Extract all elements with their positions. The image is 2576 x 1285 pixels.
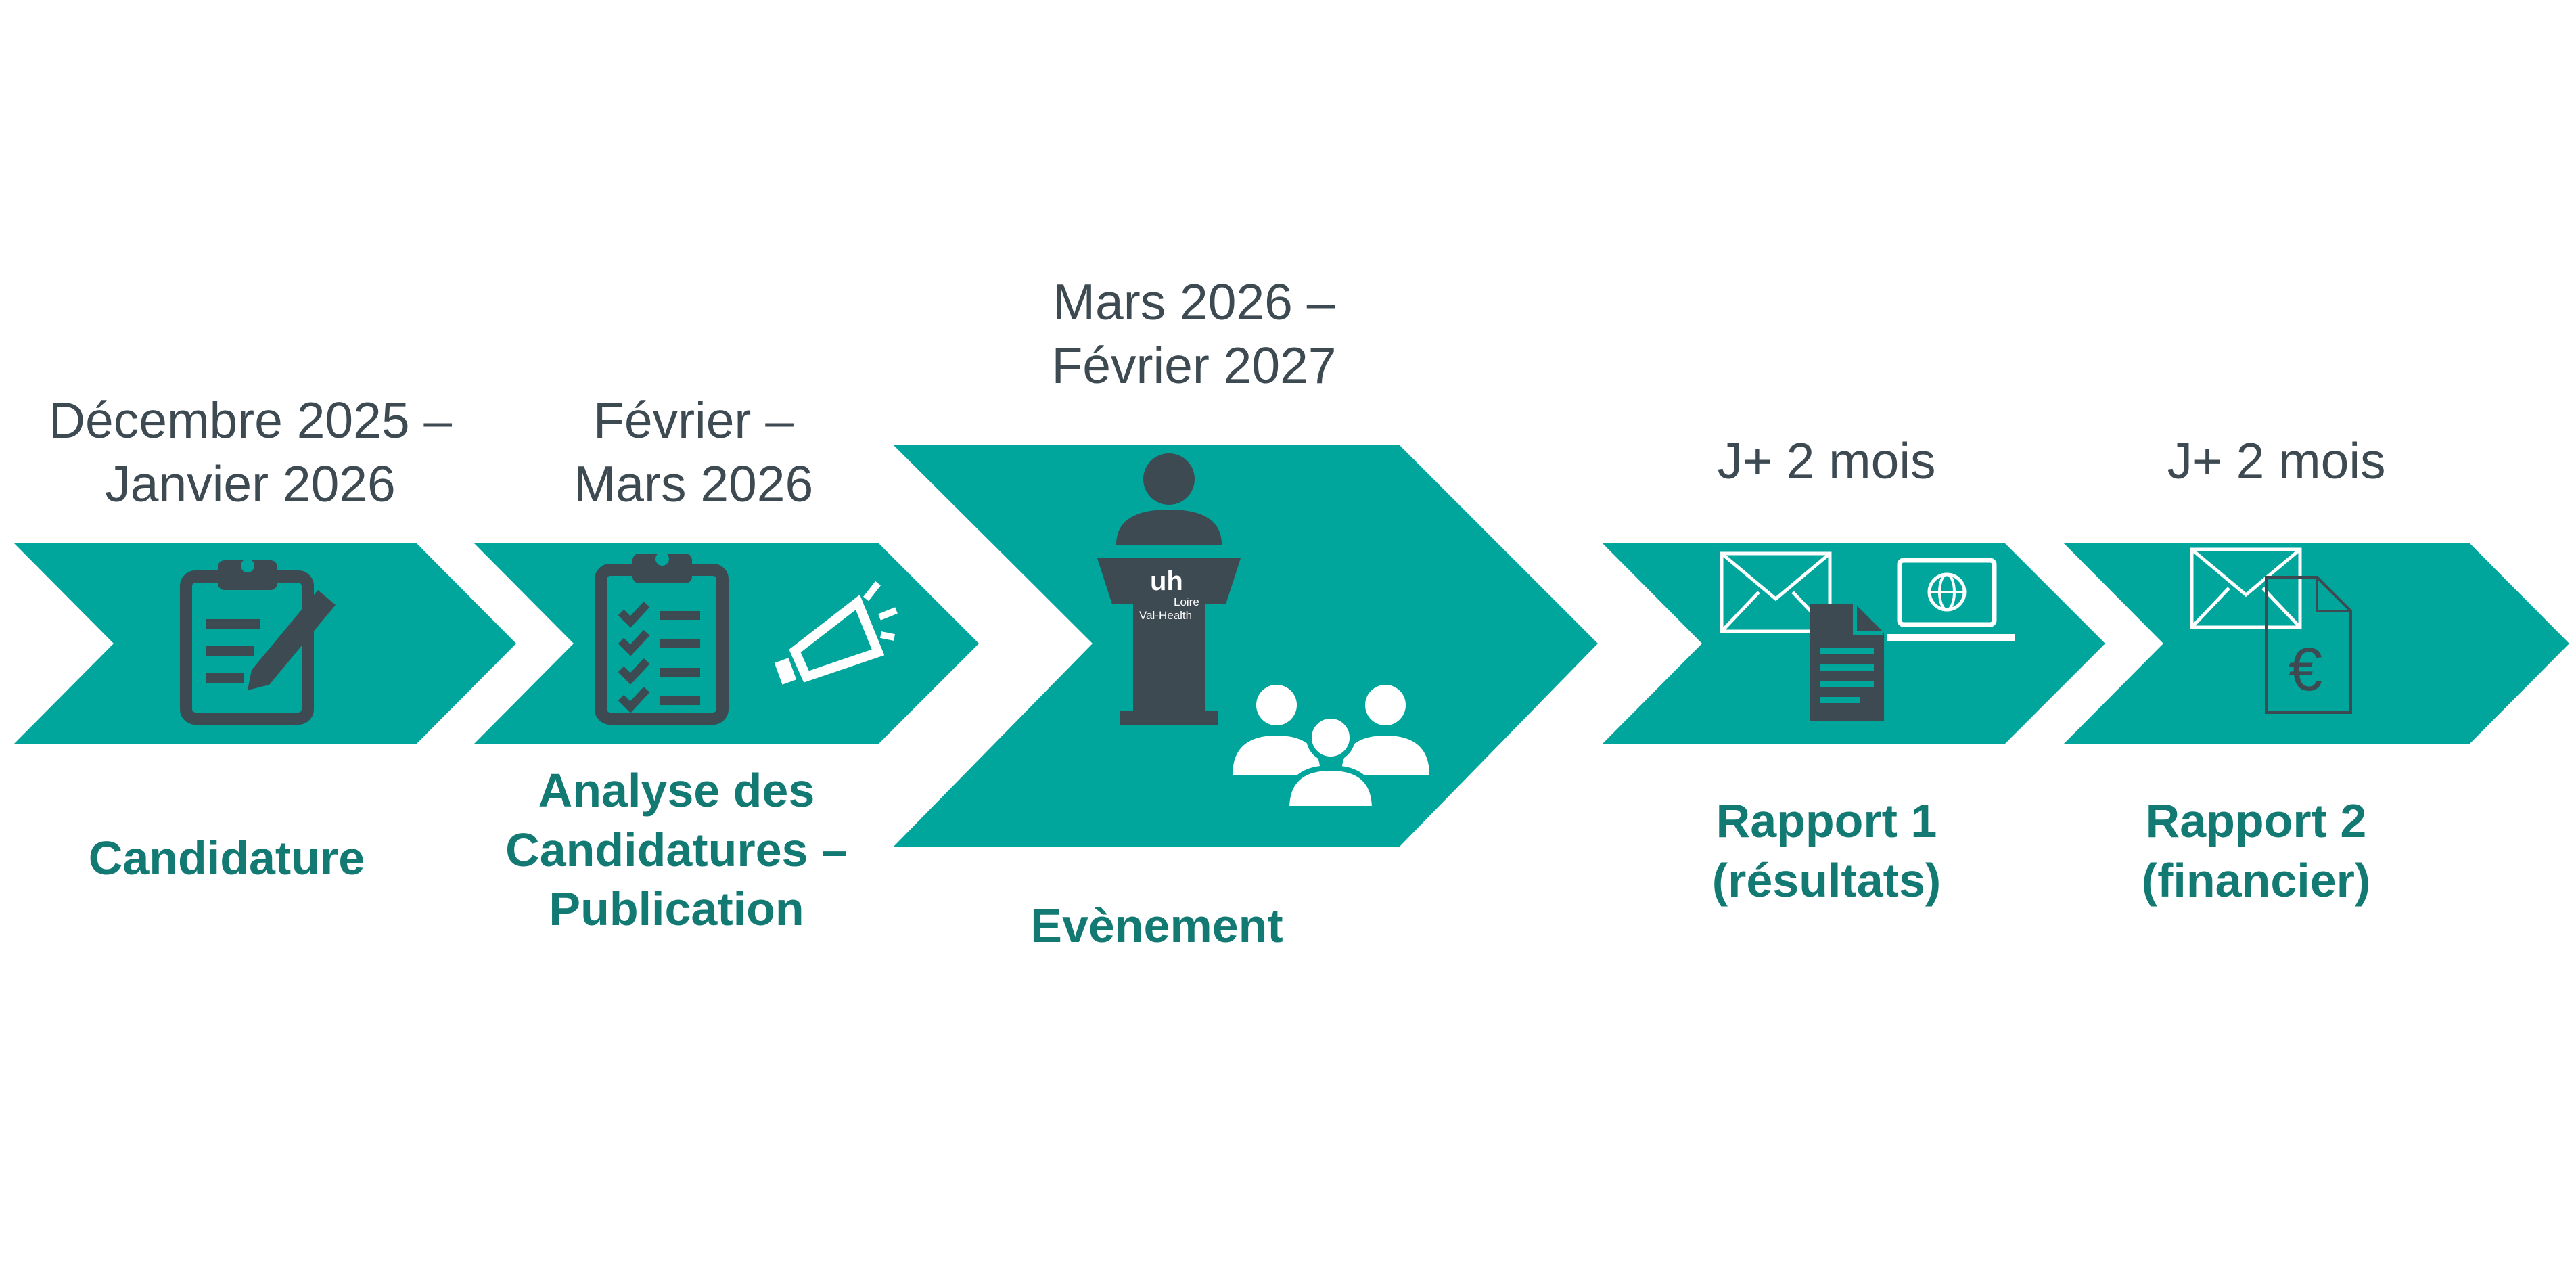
euro-document-icon: € [2265, 576, 2352, 714]
step-2-date-line-1: Février – [593, 392, 794, 449]
step-1-label-line-1: Candidature [88, 832, 365, 884]
step-5-date: J+ 2 mois [2073, 430, 2479, 493]
laptop-globe-icon [1887, 558, 2015, 641]
step-2-label-line-3: Publication [549, 882, 804, 935]
step-2-date: Février – Mars 2026 [490, 389, 896, 516]
step-2-label-line-2: Candidatures – [505, 823, 848, 876]
audience-group-icon [1233, 685, 1429, 811]
envelope-icon [1720, 551, 1832, 633]
chevron-step-1 [14, 543, 516, 744]
step-4-date: J+ 2 mois [1624, 430, 2029, 493]
step-5-label: Rapport 2 (financier) [2053, 792, 2459, 910]
checklist-clipboard-icon [595, 552, 729, 725]
step-3-label-line-1: Evènement [1030, 899, 1283, 952]
megaphone-icon [774, 581, 898, 685]
step-3-date-line-1: Mars 2026 – [1053, 273, 1335, 330]
speaker-podium-icon: uh Loire Val-Health [1097, 453, 1241, 725]
clipboard-pencil-icon [180, 559, 336, 725]
step-3-date-line-2: Février 2027 [1051, 336, 1337, 394]
step-1-label: Candidature [24, 829, 430, 888]
step-5-label-line-1: Rapport 2 [2145, 794, 2367, 847]
document-icon [1810, 604, 1884, 721]
step-4-label: Rapport 1 (résultats) [1624, 792, 2029, 910]
chevron-step-5 [2063, 543, 2569, 744]
step-2-date-line-2: Mars 2026 [573, 455, 814, 512]
step-1-date-line-2: Janvier 2026 [105, 455, 396, 512]
envelope-icon [2190, 547, 2302, 629]
podium-logo-line-1: Loire [1174, 595, 1199, 608]
podium-logo-line-2: Val-Health [1139, 609, 1192, 622]
chevron-step-3 [893, 445, 1598, 847]
step-3-date: Mars 2026 – Février 2027 [991, 271, 1397, 398]
step-1-date: Décembre 2025 – Janvier 2026 [14, 389, 487, 516]
step-4-label-line-2: (résultats) [1711, 853, 1941, 907]
step-2-label-line-1: Analyse des [538, 764, 815, 817]
step-4-date-line-1: J+ 2 mois [1717, 432, 1936, 489]
step-4-label-line-1: Rapport 1 [1716, 794, 1937, 847]
step-5-date-line-1: J+ 2 mois [2167, 432, 2386, 489]
step-3-label: Evènement [954, 897, 1360, 956]
step-2-label: Analyse des Candidatures – Publication [467, 761, 886, 939]
step-5-label-line-2: (financier) [2141, 853, 2371, 907]
step-1-date-line-1: Décembre 2025 – [48, 392, 453, 449]
euro-symbol: € [2288, 636, 2322, 704]
podium-logo-mark: uh [1150, 566, 1183, 596]
